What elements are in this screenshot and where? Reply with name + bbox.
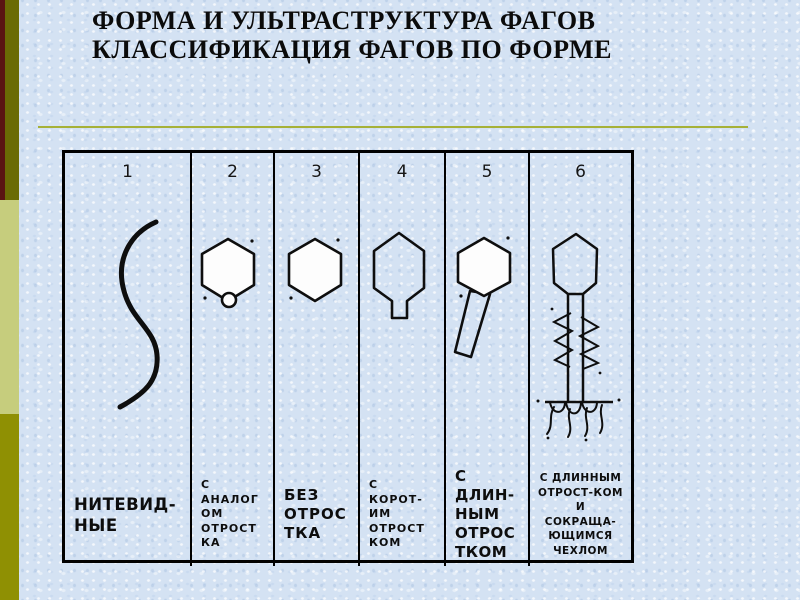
phage-baseplate-and-fibers [536, 398, 621, 442]
sidebar-olive-block [0, 414, 19, 600]
sidebar-light-green-block [0, 200, 19, 414]
label-short-tail: С КОРОТ- ИМ ОТРОСТ КОМ [360, 463, 446, 566]
hexagonal-head-long-tail-icon [453, 236, 512, 359]
label-long-tail: С ДЛИН- НЫМ ОТРОС ТКОМ [446, 463, 530, 566]
drawing-cell-2 [192, 190, 275, 463]
label-tail-analog: С АНАЛОГ ОМ ОТРОСТ КА [192, 463, 275, 566]
filamentous-phage-icon [117, 219, 160, 410]
column-header-2: 2 [192, 153, 275, 190]
slide-title: ФОРМА И УЛЬТРАСТРУКТУРА ФАГОВ КЛАССИФИКА… [92, 6, 752, 64]
sidebar-dark-olive-block [5, 0, 19, 200]
column-header-1: 1 [65, 153, 192, 190]
title-line-1: ФОРМА И УЛЬТРАСТРУКТУРА ФАГОВ [92, 6, 596, 35]
label-filamentous: НИТЕВИД- НЫЕ [65, 463, 192, 566]
column-header-4: 4 [360, 153, 446, 190]
column-header-6: 6 [575, 161, 586, 182]
title-underline [38, 126, 748, 128]
phage-head [551, 232, 599, 296]
label-contractile-sheath: С ДЛИННЫМ ОТРОСТ-КОМ И СОКРАЩА- ЮЩИМСЯ Ч… [538, 472, 623, 557]
drawing-cell-1 [65, 190, 192, 463]
hexagonal-head-no-tail-icon [287, 237, 343, 303]
column-header-3: 3 [275, 153, 360, 190]
drawing-cell-6 [530, 190, 631, 463]
drawing-cell-4 [360, 190, 446, 463]
hexagonal-head-short-tail-icon [372, 231, 426, 320]
label-no-tail: БЕЗ ОТРОС ТКА [275, 463, 360, 566]
drawing-cell-5 [446, 190, 530, 463]
drawing-cell-3 [275, 190, 360, 463]
sidebar-maroon-stripe [0, 0, 5, 200]
phage-classification-table: 1 2 3 4 5 6 [62, 150, 634, 566]
title-line-2: КЛАССИФИКАЦИЯ ФАГОВ ПО ФОРМЕ [92, 35, 612, 64]
hexagonal-head-with-tail-analog-icon [200, 237, 256, 309]
phage-contractile-sheath [550, 307, 602, 375]
phage-long-tail-contractile-sheath-icon [536, 232, 621, 442]
phage-tail-tube [566, 294, 585, 401]
column-header-5: 5 [446, 153, 530, 190]
